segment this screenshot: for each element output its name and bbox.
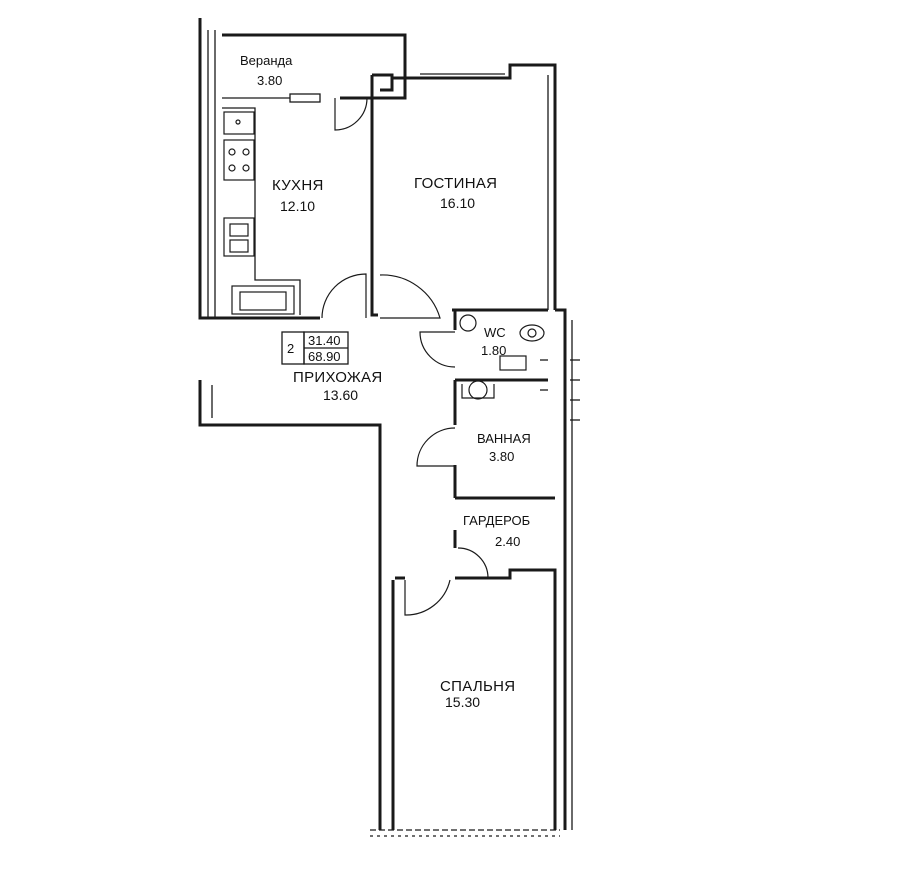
room-veranda-name: Веранда — [240, 53, 293, 68]
room-veranda-area: 3.80 — [257, 73, 282, 88]
room-bath-area: 3.80 — [489, 449, 514, 464]
fixtures — [223, 111, 545, 400]
room-living: ГОСТИНАЯ 16.10 — [414, 175, 497, 211]
total-area: 68.90 — [308, 349, 341, 364]
apartment-summary: 2 31.40 68.90 — [281, 331, 349, 365]
room-bath: ВАННАЯ 3.80 — [477, 431, 531, 464]
room-kitchen-area: 12.10 — [280, 198, 315, 214]
room-veranda: Веранда 3.80 — [240, 53, 293, 88]
room-hall-area: 13.60 — [323, 387, 358, 403]
room-bedroom-area: 15.30 — [445, 694, 480, 710]
room-living-area: 16.10 — [440, 195, 475, 211]
doors — [321, 97, 489, 616]
room-wc-name: WC — [484, 325, 506, 340]
living-area: 31.40 — [308, 333, 341, 348]
kitchen-sink-icon — [223, 217, 255, 257]
toilet-icon — [519, 324, 545, 342]
room-bath-name: ВАННАЯ — [477, 431, 531, 446]
cabinet-icon — [231, 285, 295, 315]
room-wardrobe-name: ГАРДЕРОБ — [463, 513, 530, 528]
room-wc: WC 1.80 — [481, 325, 506, 358]
wc-sink-icon — [459, 314, 477, 332]
room-wardrobe: ГАРДЕРОБ 2.40 — [463, 513, 530, 549]
room-living-name: ГОСТИНАЯ — [414, 175, 497, 192]
room-kitchen-name: КУХНЯ — [272, 177, 324, 194]
room-bedroom: СПАЛЬНЯ 15.30 — [440, 678, 515, 710]
room-hall-name: ПРИХОЖАЯ — [293, 369, 383, 386]
room-kitchen: КУХНЯ 12.10 — [272, 177, 324, 214]
room-wardrobe-area: 2.40 — [495, 534, 520, 549]
room-wc-area: 1.80 — [481, 343, 506, 358]
stove-icon — [223, 139, 255, 181]
walls — [198, 18, 580, 837]
room-hall: ПРИХОЖАЯ 13.60 — [293, 369, 383, 403]
bath-sink-icon — [468, 380, 488, 400]
rooms-count: 2 — [287, 341, 294, 356]
room-bedroom-name: СПАЛЬНЯ — [440, 678, 515, 695]
